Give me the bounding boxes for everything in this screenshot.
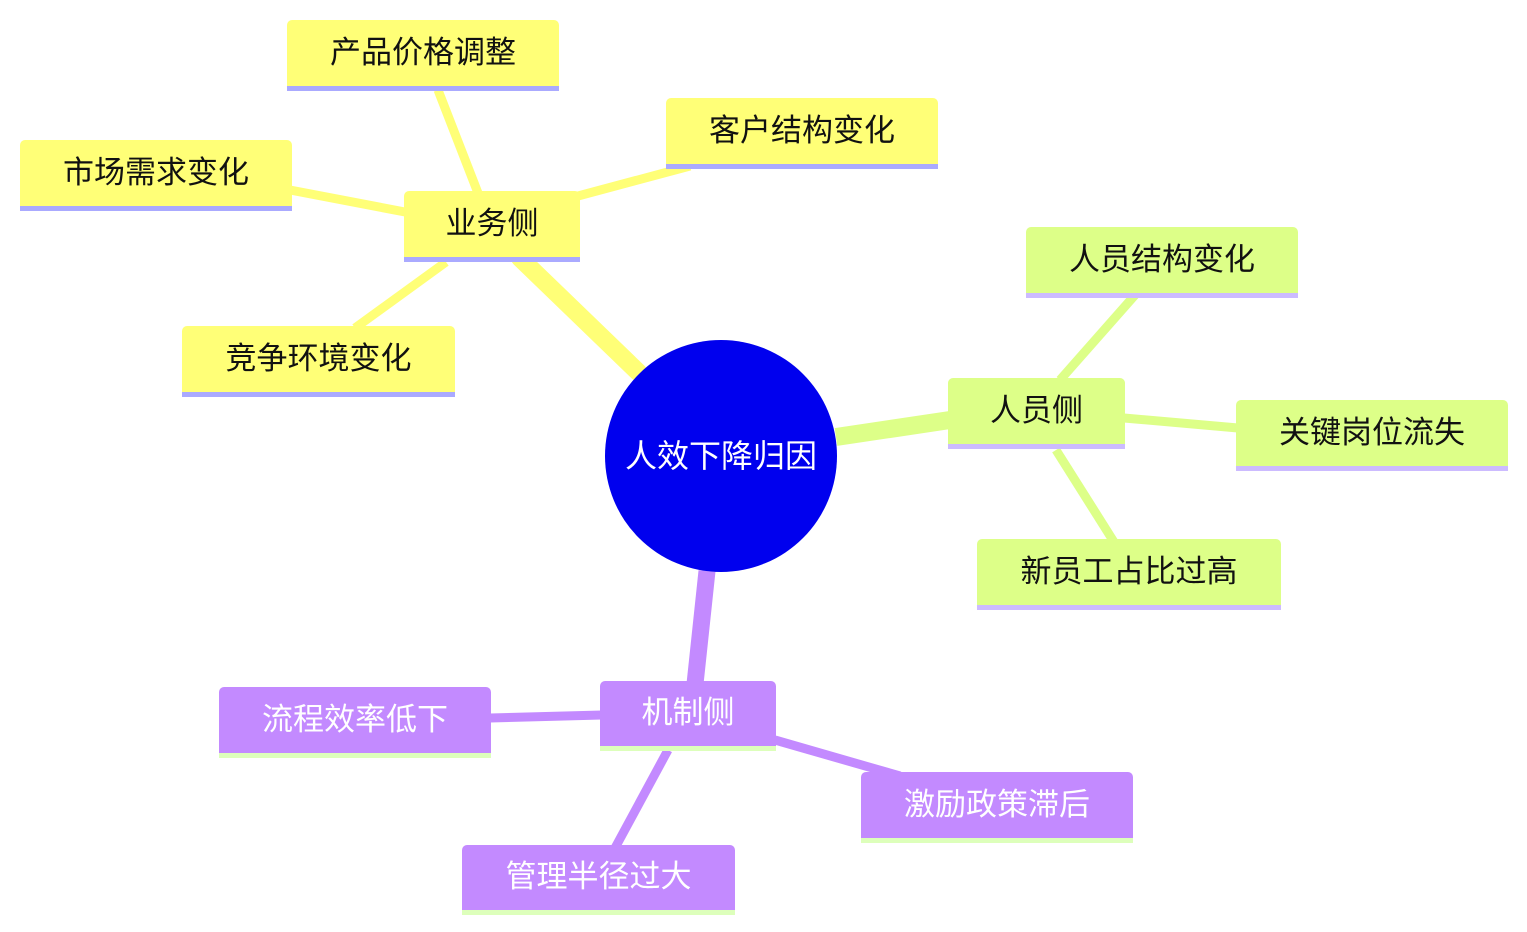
node-market-demand[interactable]: 市场需求变化 <box>20 140 292 211</box>
root-node[interactable]: 人效下降归因 <box>605 340 837 572</box>
connector-people-keypost <box>1123 413 1239 433</box>
connector-business-customer <box>576 161 692 201</box>
node-new-staff-ratio[interactable]: 新员工占比过高 <box>977 539 1281 610</box>
connector-mechanism-process <box>489 710 603 723</box>
node-price-adjustment[interactable]: 产品价格调整 <box>287 20 559 91</box>
connector-mechanism-incentive <box>773 735 902 781</box>
node-competition-label: 竞争环境变化 <box>225 340 412 377</box>
node-customer-structure[interactable]: 客户结构变化 <box>666 98 938 169</box>
connector-business-market <box>289 185 406 217</box>
connector-root-business <box>511 249 647 381</box>
node-incentive-lag[interactable]: 激励政策滞后 <box>861 772 1133 843</box>
node-management-span-label: 管理半径过大 <box>505 859 692 895</box>
root-node-label: 人效下降归因 <box>624 437 817 475</box>
connector-people-newstaff <box>1052 447 1118 545</box>
node-mechanism[interactable]: 机制侧 <box>600 681 776 751</box>
connector-root-people <box>834 411 952 446</box>
node-incentive-lag-label: 激励政策滞后 <box>904 786 1090 823</box>
connector-business-competition <box>352 258 449 332</box>
node-key-post-loss-label: 关键岗位流失 <box>1279 414 1465 451</box>
node-business[interactable]: 业务侧 <box>404 191 580 262</box>
node-customer-structure-label: 客户结构变化 <box>709 112 895 149</box>
node-people-label: 人员侧 <box>990 392 1083 429</box>
node-business-label: 业务侧 <box>445 205 539 242</box>
node-process-efficiency[interactable]: 流程效率低下 <box>219 687 491 758</box>
node-mechanism-label: 机制侧 <box>641 695 735 731</box>
node-new-staff-ratio-label: 新员工占比过高 <box>1020 553 1238 590</box>
node-staff-structure-label: 人员结构变化 <box>1069 241 1255 278</box>
connector-people-structure <box>1056 292 1139 383</box>
node-staff-structure[interactable]: 人员结构变化 <box>1026 227 1298 298</box>
node-process-efficiency-label: 流程效率低下 <box>262 701 448 738</box>
connector-business-price <box>433 88 483 195</box>
node-price-adjustment-label: 产品价格调整 <box>330 34 516 71</box>
node-people[interactable]: 人员侧 <box>948 378 1125 449</box>
node-market-demand-label: 市场需求变化 <box>63 154 249 191</box>
connector-mechanism-span <box>611 747 672 851</box>
connector-root-mechanism <box>686 570 716 685</box>
node-competition[interactable]: 竞争环境变化 <box>182 326 455 397</box>
node-key-post-loss[interactable]: 关键岗位流失 <box>1236 400 1508 471</box>
node-management-span[interactable]: 管理半径过大 <box>462 845 735 915</box>
